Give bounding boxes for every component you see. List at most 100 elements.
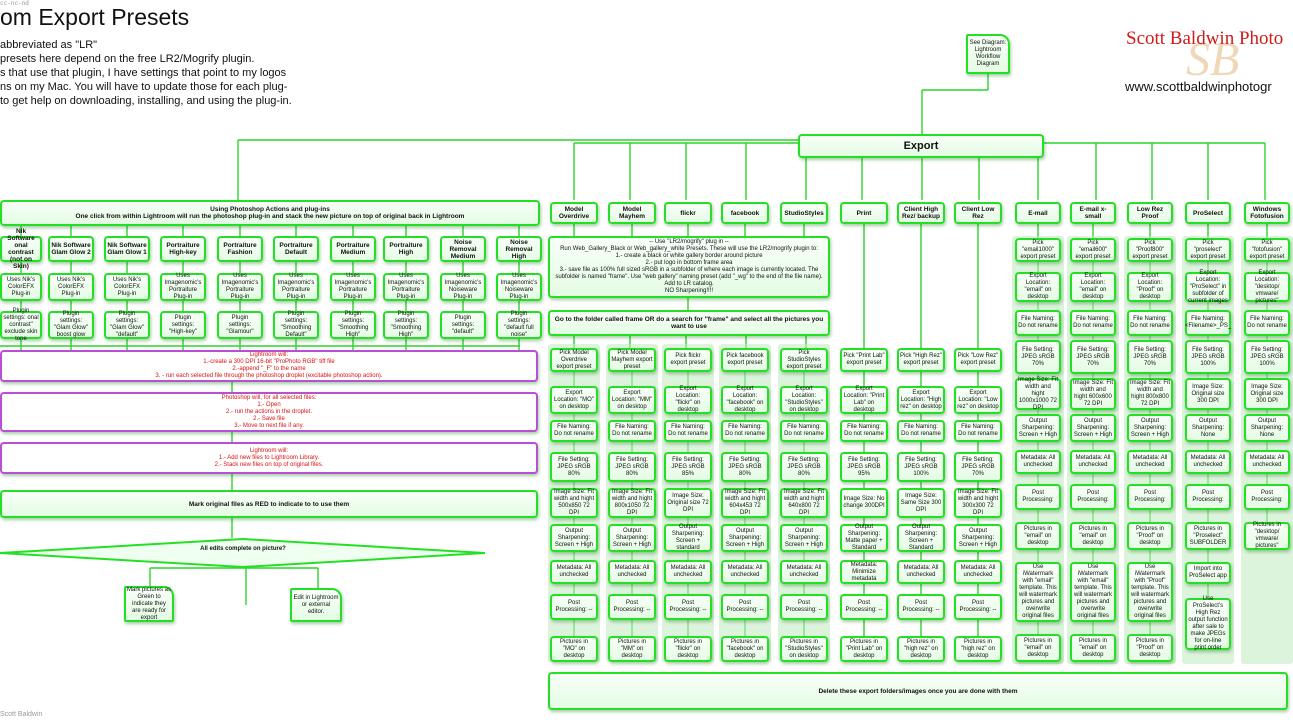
output-sharpening-node: Output Sharpening: Screen + High [954,524,1002,552]
box-title: Using Photoshop Actions and plug-ins [210,206,330,213]
export-location-node: Export Location: "StudioStyles" on deskt… [780,386,828,414]
ps-settings-node-text: Plugin settings: "default" [451,314,475,335]
post-processing-node: Post Processing: [1070,484,1116,510]
pick-preset-node-text: Pick "email600" export preset [1075,239,1111,260]
post-processing-node-text: Post Processing: [1022,490,1054,503]
post-processing-node-text: Post Processing: -- [613,600,651,613]
decision-label: All edits complete on picture? [200,546,286,552]
export-column-node: StudioStyles [780,202,828,224]
metadata-node-text: Metadata: All unchecked [1075,455,1111,468]
box-title: -- Use "LR2/mogrify" plug in -- [649,239,729,245]
image-size-node: Image Size: Fit width and hight 640x800 … [780,488,828,518]
file-setting-node: File Setting: JPEG sRGB 70% [1015,340,1061,374]
output-sharpening-node-text: Output Sharpening: Screen + High [1130,417,1170,438]
see-diagram-node-text: See Diagram: Lightroom Workflow Diagram [969,40,1007,67]
pick-preset-node-text: Pick StudioStyles export preset [786,349,822,370]
export-location-node-text: Export Location: "ProSelect" in subfolde… [1188,269,1228,304]
image-size-node-text: Image Size: Same Size 300 DPI [900,492,942,513]
output-sharpening-node-text: Output Sharpening: Screen + High [958,527,998,548]
pictures-output-node-text: Pictures in "flickr" on desktop [673,638,702,659]
box-line: 2.- put logo in bottom frame area [645,260,733,266]
metadata-node: Metadata: All unchecked [1015,450,1061,474]
post-processing-node: Post Processing: -- [840,594,888,620]
ps-name-node-text: Nik Software Glam Glow 1 [107,242,147,256]
ps-name-node: Nik Software Glam Glow 2 [48,236,94,262]
export-column-node: Client Low Rez [954,202,1002,224]
watermark-text: Scott Baldwin [0,711,43,718]
export-location-node: Export Location: "ProSelect" in subfolde… [1185,269,1231,304]
export-column-node: Windows Fotofusion [1244,202,1290,224]
ps-name-node: Portraiture High [383,236,429,262]
file-setting-node-text: File Setting: JPEG sRGB 70% [1076,346,1110,367]
decision-shape [0,537,486,569]
metadata-node: Metadata: All unchecked [780,560,828,584]
ps-settings-node-text: Plugin settings: "Glamour" [226,314,254,335]
image-size-node: Image Size: Fit width and hight 800x1050… [608,488,656,518]
pick-preset-node-text: Pick flickr export preset [670,353,706,366]
image-size-node: Image Size: Same Size 300 DPI [897,488,945,518]
file-naming-node-text: File Naming: Do not rename [1130,316,1170,329]
mark-red-node-text: Mark original files as RED to indicate t… [188,500,350,508]
output-sharpening-node-text: Output Sharpening: Screen + Standard [904,524,938,551]
output-sharpening-node-text: Output Sharpening: Screen + High [554,527,594,548]
image-size-node: Image Size: Original size 300 DPI [1185,378,1231,410]
goto-folder-node-text: Go to the folder called frame OR do a se… [554,316,824,330]
extra-step-node: Use iWatermark with "email" template. Th… [1070,562,1116,622]
goto-folder-node: Go to the folder called frame OR do a se… [548,310,830,336]
post-processing-node-text: Post Processing: [1192,490,1224,503]
file-naming-node: File Naming: Do not rename [954,420,1002,442]
pick-preset-node-text: Pick Model Mayhem export preset [611,349,653,370]
intro-line: to get help on downloading, installing, … [0,95,292,107]
output-sharpening-node: Output Sharpening: Screen + High [1015,414,1061,442]
post-processing-node: Post Processing: -- [664,594,712,620]
ps-plugin-node: Uses Imagenomic's Portraiture Plug-in [383,273,429,301]
file-naming-node-text: File Naming: <Filename>_PS_ [1184,316,1232,329]
file-naming-node-text: File Naming: Do not rename [668,424,708,437]
file-setting-node: File Setting: JPEG sRGB 100% [1244,340,1290,374]
logo-initials: SB [1186,33,1240,86]
extra-step-node-text: Import into ProSelect app [1189,566,1227,579]
file-naming-node-text: File Naming: Do not rename [958,424,998,437]
delete-note-node: Delete these export folders/images once … [548,672,1288,710]
pick-preset-node: Pick flickr export preset [664,348,712,372]
pick-preset-node: Pick Model Overdrive export preset [550,348,598,372]
image-size-node-text: Image Size: Original size 72 DPI [667,492,709,513]
box-line: 3.- save file as 100% full sized sRGB in… [555,267,823,287]
ps-name-node-text: Nik Software Glam Glow 2 [51,242,91,256]
pictures-output-node-text: Pictures in "MM" on desktop [617,638,646,659]
image-size-node-text: Image Size: Original size 300 DPI [1250,383,1284,404]
metadata-node: Metadata: All unchecked [897,560,945,584]
box-title: Photoshop will, for all selected files: [221,394,317,401]
intro-line: presets here depend on the free LR2/Mogr… [0,53,255,65]
ps-plugin-node: Uses Imagenomic's Portraiture Plug-in [273,273,319,301]
output-sharpening-node: Output Sharpening: Matte paper + Standar… [840,524,888,552]
export-column-node-text: E-mail [1028,209,1048,217]
mogrify-node: -- Use "LR2/mogrify" plug in --Run Web_G… [548,236,830,298]
ps-name-node-text: Noise Removal High [505,238,533,260]
export-column-node: Model Mayhem [608,202,656,224]
file-setting-node-text: File Setting: JPEG sRGB 100% [1250,346,1284,367]
box-line: 1.- Open [257,401,281,408]
ps-settings-node-text: Plugin settings: "Glam Glow" "default" [110,311,144,338]
image-size-node-text: Image Size: Fit width and hight 800x800 … [1130,380,1171,407]
ps-plugin-node-text: Uses Imagenomic's Noiseware Plug-in [444,273,482,300]
metadata-node-text: Metadata: All unchecked [670,565,706,578]
file-naming-node-text: File Naming: Do not rename [901,424,941,437]
export-location-node-text: Export Location: "flickr" on desktop [675,386,701,413]
post-processing-node-text: Post Processing: -- [959,600,997,613]
pictures-output-node: Pictures in "MM" on desktop [608,636,656,662]
pictures-output-node: Pictures in "email" on desktop [1015,522,1061,550]
intro-line: abbreviated as "LR" [0,39,98,51]
pictures-output-node-text: Pictures in "facebook" on desktop [726,638,764,659]
image-size-node: Image Size: Fit width and hight 500x850 … [550,488,598,518]
pictures-output-node-text: Pictures in "Proof" on desktop [1135,525,1164,546]
file-setting-node-text: File Setting: JPEG sRGB 100% [1191,346,1225,367]
box-title: Lightroom will: [249,352,289,358]
ps-plugin-node: Uses Imagenomic's Portraiture Plug-in [330,273,376,301]
post-processing-node: Post Processing: -- [780,594,828,620]
export-location-node: Export Location: "Low rez" on desktop [954,386,1002,414]
mark-green-node: Mark pictures as Green to indicate they … [124,586,174,622]
ps-plugin-node: Uses Imagenomic's Portraiture Plug-in [160,273,206,301]
pictures-output-node-text: Pictures in "MO" on desktop [559,638,588,659]
